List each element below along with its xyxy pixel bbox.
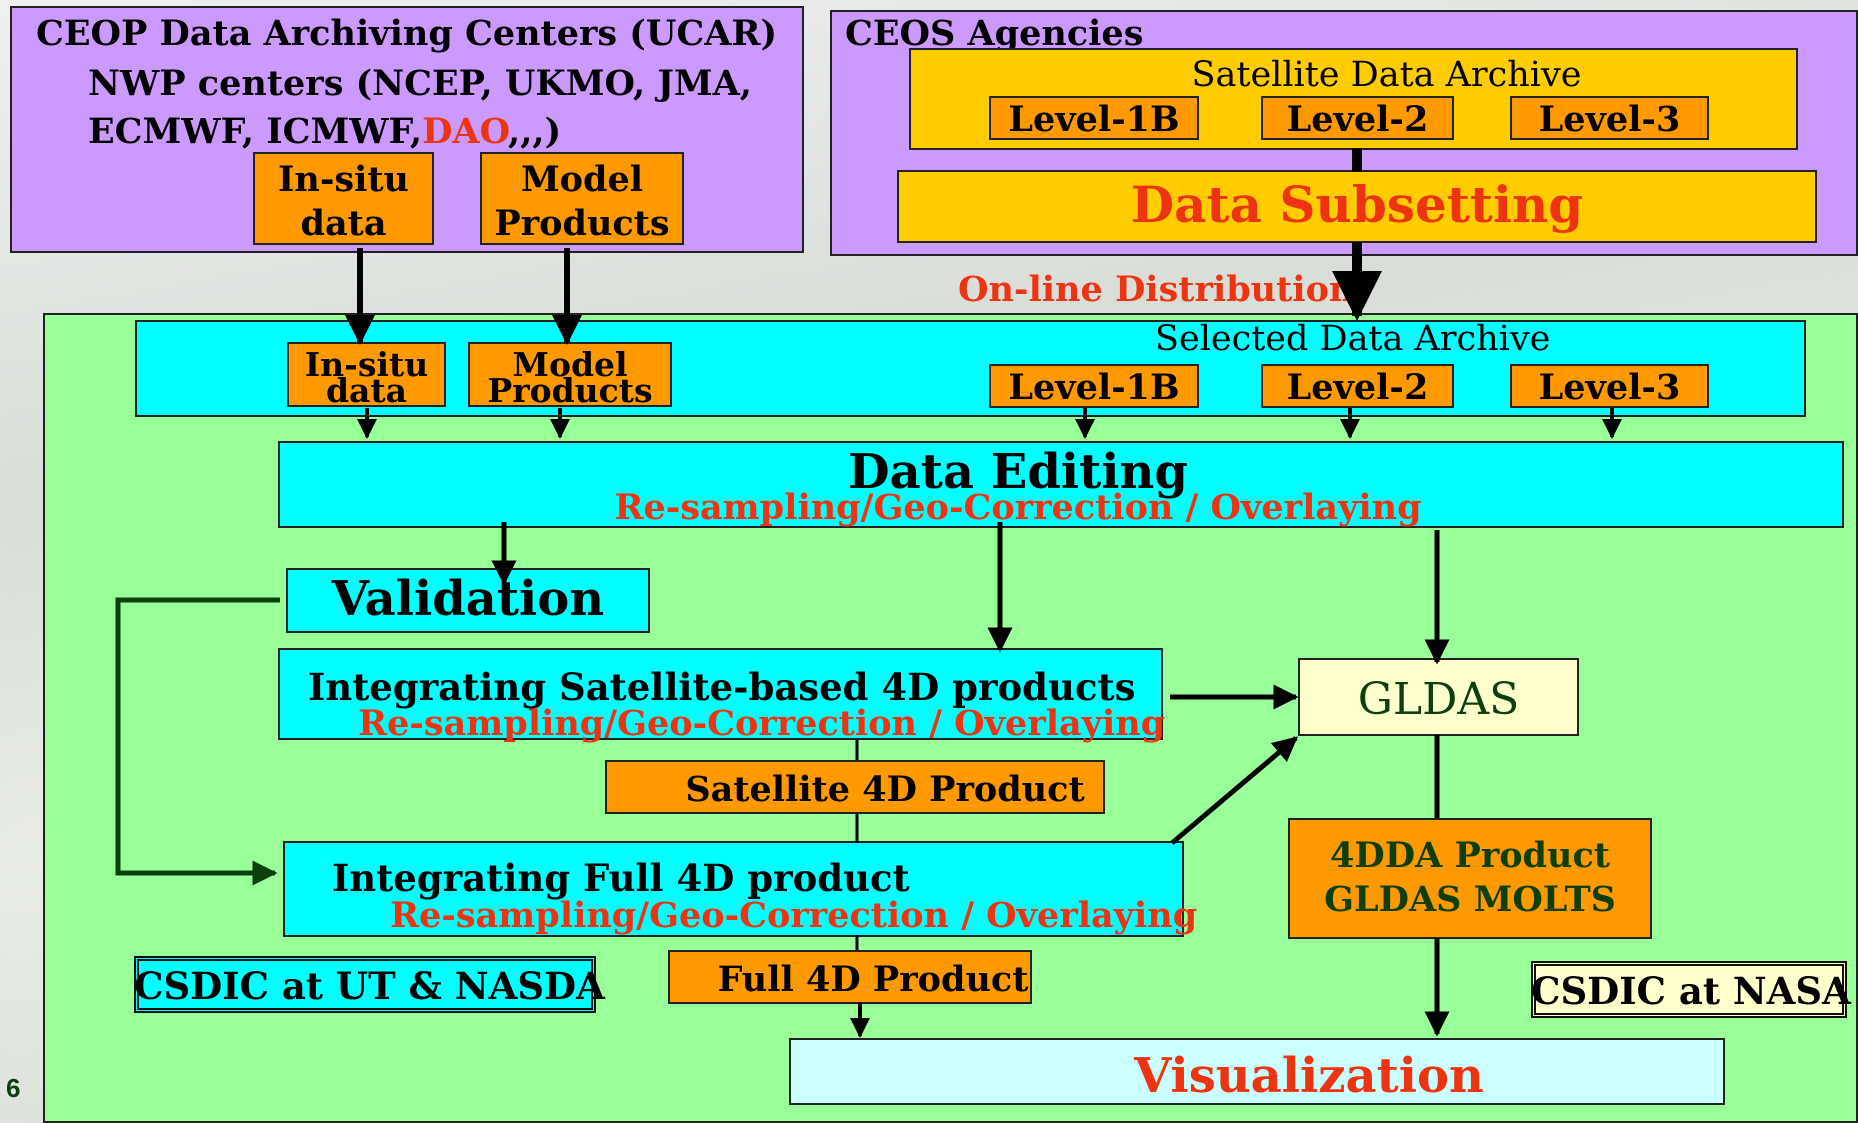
integrating-satellite-box xyxy=(278,648,1163,740)
satellite-4d-product-box xyxy=(605,760,1105,814)
ceos-level3-box xyxy=(1510,96,1709,140)
integrating-satellite-title: Integrating Satellite-based 4D products xyxy=(308,665,1136,709)
online-distribution-label: On-line Distribution xyxy=(958,269,1355,310)
csdic-nasa-box xyxy=(1531,961,1847,1018)
selected-level3-label: Level-3 xyxy=(1538,367,1681,408)
selected-insitu-line2: data xyxy=(325,371,408,410)
csdic-ut-nasda-label: CSDIC at UT & NASDA xyxy=(134,964,605,1008)
ceop-insitu-box xyxy=(253,152,434,245)
ceos-level1b-box xyxy=(989,96,1199,140)
csdic-nasa-label: CSDIC at NASA xyxy=(1531,969,1851,1013)
nwp-centers-line1: NWP centers (NCEP, UKMO, JMA, xyxy=(88,63,752,104)
4dda-product-box xyxy=(1288,818,1652,939)
data-editing-title: Data Editing xyxy=(848,444,1188,500)
4dda-product-line2: GLDAS MOLTS xyxy=(1324,879,1616,920)
ceop-model-line1: Model xyxy=(520,159,644,200)
selected-level3-box xyxy=(1510,364,1709,408)
selected-model-line1: Model xyxy=(512,345,628,384)
arrow-full-to-gldas xyxy=(1170,736,1298,845)
data-editing-subtitle: Re-sampling/Geo-Correction / Overlaying xyxy=(614,487,1422,528)
satellite-4d-product-label: Satellite 4D Product xyxy=(685,769,1085,810)
slide-number: 6 xyxy=(6,1073,21,1103)
data-subsetting-label: Data Subsetting xyxy=(1130,175,1584,234)
selected-insitu-box xyxy=(287,342,446,407)
selected-insitu-line1: In-situ xyxy=(304,345,429,384)
integrating-full-box xyxy=(283,841,1184,937)
data-subsetting-box xyxy=(897,170,1817,243)
arrow-validation-feedback xyxy=(115,597,280,886)
selected-model-line2: Products xyxy=(487,371,653,410)
selected-level2-label: Level-2 xyxy=(1286,367,1429,408)
ceop-title: CEOP Data Archiving Centers (UCAR) xyxy=(36,13,778,54)
dao-label: DAO xyxy=(422,111,509,152)
validation-label: Validation xyxy=(331,571,605,627)
full-4d-product-box xyxy=(668,950,1032,1004)
satellite-archive-title: Satellite Data Archive xyxy=(1191,55,1582,95)
ceos-level2-label: Level-2 xyxy=(1286,99,1429,140)
ceop-insitu-line1: In-situ xyxy=(278,159,409,200)
selected-level1b-label: Level-1B xyxy=(1008,367,1180,408)
ceos-title: CEOS Agencies xyxy=(845,13,1144,54)
ceop-insitu-line2: data xyxy=(300,203,387,244)
4dda-product-line1: 4DDA Product xyxy=(1330,835,1610,876)
selected-archive-title: Selected Data Archive xyxy=(1155,319,1551,359)
selected-level1b-box xyxy=(989,364,1199,408)
ceop-model-line2: Products xyxy=(494,203,670,244)
visualization-label: Visualization xyxy=(1134,1048,1484,1104)
ceop-model-box xyxy=(480,152,684,245)
ceos-level3-label: Level-3 xyxy=(1538,99,1681,140)
selected-level2-box xyxy=(1261,364,1454,408)
ceos-level2-box xyxy=(1261,96,1454,140)
nwp-centers-line2: ECMWF, ICMWF,DAO,,,) xyxy=(88,111,562,152)
validation-box xyxy=(286,568,650,633)
data-editing-box xyxy=(278,441,1844,528)
integrating-full-subtitle: Re-sampling/Geo-Correction / Overlaying xyxy=(390,895,1198,936)
integrating-full-title: Integrating Full 4D product xyxy=(332,856,910,900)
integrating-satellite-subtitle: Re-sampling/Geo-Correction / Overlaying xyxy=(358,703,1166,744)
csdic-ut-nasda-box xyxy=(134,956,596,1013)
ceos-level1b-label: Level-1B xyxy=(1008,99,1180,140)
visualization-box xyxy=(789,1038,1725,1105)
full-4d-product-label: Full 4D Product xyxy=(717,959,1029,1000)
gldas-label: GLDAS xyxy=(1357,674,1520,725)
